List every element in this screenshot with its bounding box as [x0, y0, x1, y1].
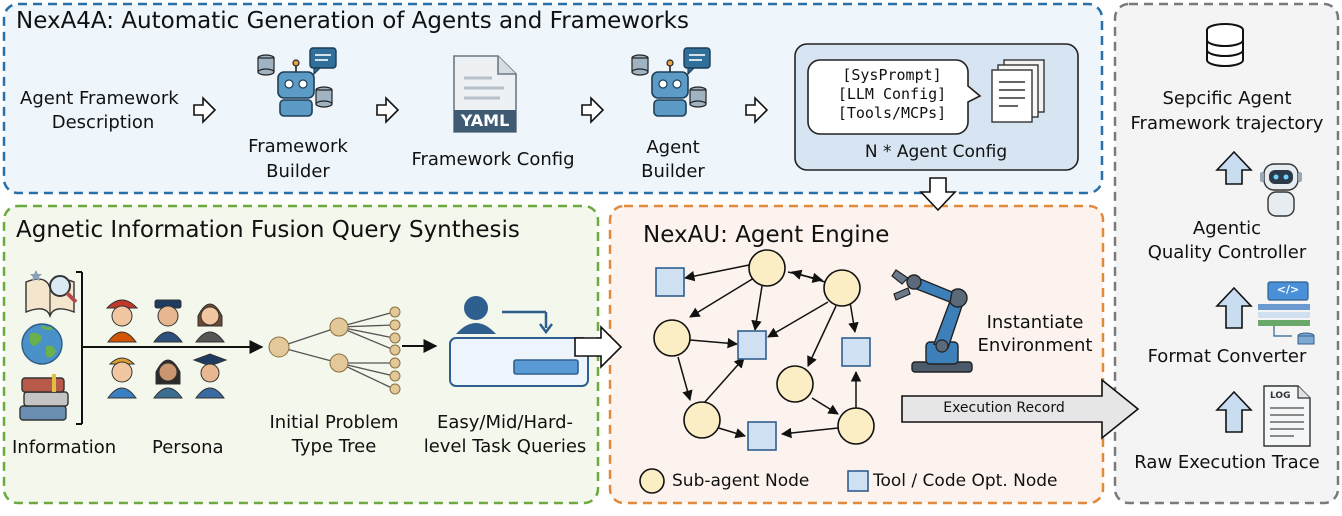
flow-arrow-2: [376, 96, 400, 124]
instantiate-label: Instantiate: [986, 312, 1084, 333]
agent-builder-label: Agent: [646, 137, 700, 158]
framework-builder-label-2: Builder: [266, 161, 330, 182]
flow-arrow-4: [745, 96, 769, 124]
flow-arrow-3: [581, 96, 605, 124]
sub-agent-node: [776, 365, 814, 403]
tool-nodes: [655, 267, 871, 451]
trajectory-label: Sepcific Agent: [1162, 88, 1292, 109]
trajectory-label-2: Framework trajectory: [1130, 113, 1324, 134]
up-arrow-3: [1215, 390, 1253, 433]
robot-builder-icon: [631, 47, 711, 117]
yaml-badge: YAML: [460, 111, 510, 130]
raw-trace-label: Raw Execution Trace: [1134, 452, 1320, 473]
tool-node: [655, 267, 685, 297]
task-queries-label: Easy/Mid/Hard-: [436, 412, 574, 433]
sub-agent-node: [683, 401, 721, 439]
sub-agent-nodes: [653, 249, 875, 445]
sub-agent-node: [837, 407, 875, 445]
config-speech-bubble: [807, 59, 982, 135]
documents-icon: [991, 59, 1045, 123]
framework-description-label: Agent Framework: [20, 88, 179, 109]
execution-record-arrow: [901, 378, 1140, 440]
legend-tool-label: Tool / Code Opt. Node: [873, 471, 1058, 491]
execution-record-label: Execution Record: [943, 400, 1065, 416]
code-converter-icon: [1258, 281, 1315, 345]
sub-agent-node: [823, 269, 861, 307]
code-tag: </>: [1276, 283, 1300, 296]
sub-agent-node: [748, 249, 786, 287]
books-stack-icon: [19, 374, 69, 421]
up-arrow-2: [1215, 286, 1253, 329]
legend-subagent-swatch: [639, 468, 665, 494]
tool-node: [737, 330, 767, 360]
information-label: Information: [12, 437, 117, 458]
instantiate-label-2: Environment: [977, 335, 1093, 356]
config-item: [SysPrompt]: [842, 66, 942, 84]
quality-controller-label-2: Quality Controller: [1147, 242, 1307, 263]
config-item: [Tools/MCPs]: [837, 104, 947, 122]
globe-icon: [21, 323, 63, 365]
pipeline-panel: [1113, 2, 1340, 505]
framework-description-label-2: Description: [51, 112, 155, 133]
user-query-icon: [449, 296, 589, 387]
persona-icons: [105, 299, 228, 399]
legend-subagent-label: Sub-agent Node: [672, 471, 810, 491]
task-queries-label-2: level Task Queries: [423, 436, 587, 457]
agent-builder-label-2: Builder: [641, 161, 705, 182]
robot-builder-icon: [257, 47, 337, 117]
yaml-file-icon: [453, 55, 517, 133]
sub-agent-node: [653, 319, 691, 357]
synthesis-title: Agnetic Information Fusion Query Synthes…: [16, 217, 520, 243]
problem-type-tree-nodes: [268, 306, 401, 395]
nexau-title: NexAU: Agent Engine: [643, 222, 890, 248]
persona-label: Persona: [152, 437, 224, 458]
agent-config-label: N * Agent Config: [864, 142, 1008, 162]
robot-arm-icon: [891, 269, 973, 373]
framework-builder-label: Framework: [248, 136, 348, 157]
flow-arrow-down: [919, 177, 957, 212]
problem-tree-label-2: Type Tree: [291, 436, 377, 457]
book-search-icon: [25, 270, 78, 319]
nexa4a-title: NexA4A: Automatic Generation of Agents a…: [16, 8, 689, 34]
legend-tool-swatch: [847, 470, 869, 492]
problem-tree-label: Initial Problem: [269, 412, 399, 433]
flow-arrow-synthesis: [574, 325, 623, 369]
up-arrow-1: [1215, 150, 1253, 185]
quality-controller-label: Agentic: [1192, 218, 1262, 239]
robot-controller-icon: [1260, 163, 1302, 217]
format-converter-label: Format Converter: [1147, 346, 1307, 367]
tool-node: [841, 337, 871, 367]
log-tag: LOG: [1270, 391, 1291, 401]
log-file-icon: [1263, 385, 1311, 447]
tool-node: [747, 421, 777, 451]
framework-config-label: Framework Config: [411, 149, 575, 170]
config-item: [LLM Config]: [837, 85, 947, 103]
flow-arrow-1: [193, 96, 217, 124]
database-icon: [1206, 23, 1244, 67]
